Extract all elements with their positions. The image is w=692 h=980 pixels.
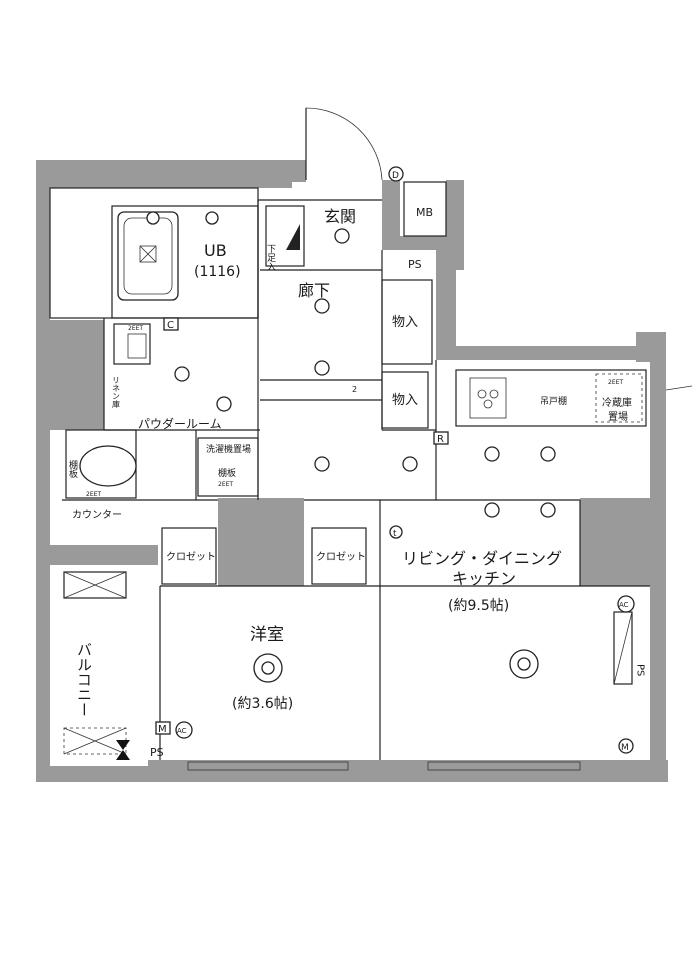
label-ps-right: PS [635, 664, 646, 676]
label-linen: リネン庫 [112, 376, 121, 409]
washbasin [113, 323, 151, 365]
label-storage-1: 物入 [392, 315, 418, 330]
outlet-2eet-icon: 2EET [218, 481, 233, 488]
entrance-door [305, 107, 383, 181]
label-counter: カウンター [72, 509, 122, 521]
tel-icon: t [393, 529, 397, 539]
bathtub [117, 211, 179, 301]
aircon-icon: AC [619, 601, 629, 609]
symbols: D C R t AC AC M M 2EET 2EET 2EET 2EET 2 [86, 166, 635, 754]
label-powder-room: パウダールーム [138, 416, 222, 431]
outlet-2eet-icon: 2EET [128, 325, 143, 332]
label-closet-2: クロゼット [316, 551, 366, 563]
ceiling-lights [146, 211, 556, 683]
label-fridge-2: 置場 [608, 410, 628, 423]
c-box-icon: C [167, 320, 174, 331]
outlet-2eet-icon: 2EET [608, 379, 623, 386]
shoe-box [265, 205, 305, 267]
label-hallway: 廊下 [298, 281, 330, 300]
doorbell-icon: D [392, 171, 399, 181]
label-entrance: 玄関 [324, 207, 356, 226]
kitchen-counter [455, 369, 647, 427]
outlet-2eet-icon: 2EET [86, 491, 101, 498]
label-western-room: 洋室 [250, 625, 284, 645]
label-shelf-2: 棚板 [67, 459, 78, 479]
aircon-icon: AC [177, 727, 187, 735]
meter-icon: M [621, 743, 629, 753]
label-hanging-cabinet: 吊戸棚 [540, 395, 567, 407]
room-labels: 玄関 下足入 MB PS UB (1116) 廊下 物入 物入 リネン庫 パウダ… [67, 206, 646, 759]
label-washer: 洗濯機置場 [206, 443, 251, 455]
label-ps-top: PS [408, 258, 422, 271]
exterior-rail [665, 385, 692, 391]
outlet-2-icon: 2 [352, 385, 357, 394]
washer-space [197, 437, 259, 497]
label-closet-1: クロゼット [166, 551, 216, 563]
label-ldk-line1: リビング・ダイニング [402, 549, 562, 568]
label-ps-bottom: PS [150, 746, 164, 759]
windows [187, 761, 581, 771]
label-ldk-size: (約9.5帖) [448, 598, 509, 614]
label-fridge-1: 冷蔵庫 [602, 396, 632, 409]
ldk-wall-unit [613, 611, 633, 685]
label-balcony: バルコニー [75, 642, 93, 717]
closets [161, 527, 367, 585]
label-shelf: 棚板 [218, 467, 236, 479]
label-western-size: (約3.6帖) [232, 696, 293, 712]
label-ldk-line2: キッチン [452, 569, 516, 588]
label-shoe-box: 下足入 [265, 244, 276, 271]
label-storage-2: 物入 [392, 393, 418, 408]
label-meter-box: MB [416, 206, 433, 219]
walls [36, 160, 668, 782]
meter-box [403, 181, 447, 237]
router-icon: R [437, 434, 444, 445]
label-unit-bath: UB [204, 241, 227, 260]
toilet [65, 429, 137, 499]
storage-boxes [381, 279, 433, 429]
label-unit-bath-size: (1116) [194, 264, 241, 280]
balcony-units [63, 571, 130, 760]
meter-icon: M [158, 724, 167, 735]
